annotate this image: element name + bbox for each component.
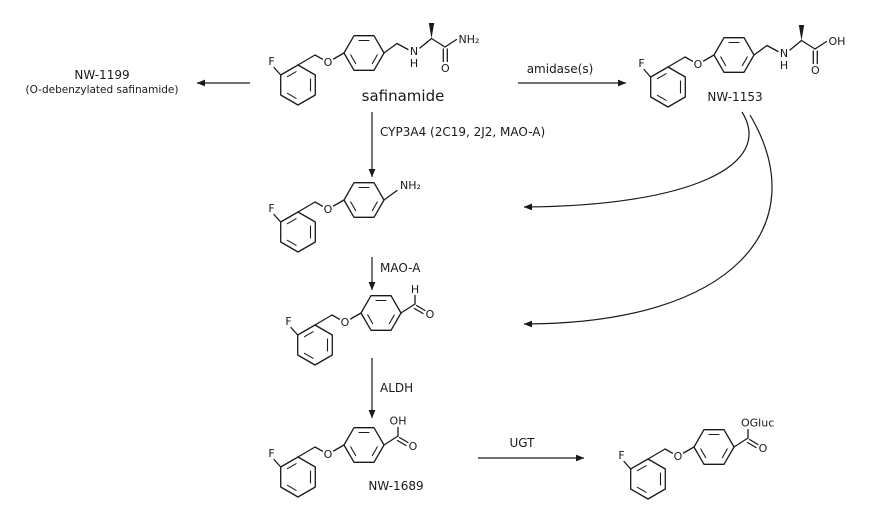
structure-nw1689: F O OH O NW-1689 bbox=[268, 415, 424, 498]
amine-nitrogen-atom-label: N bbox=[410, 45, 418, 58]
safinamide-label: safinamide bbox=[362, 87, 445, 105]
enzyme-label-amidase: amidase(s) bbox=[527, 62, 594, 76]
nw1199-sublabel: (O-debenzylated safinamide) bbox=[26, 84, 179, 96]
hydroxyl-atom-label: OH bbox=[829, 35, 846, 48]
aldehyde-hydrogen-atom-label: H bbox=[411, 283, 419, 296]
structure-safinamide: F O N H O NH₂ bbox=[268, 22, 480, 106]
carbonyl-oxygen-atom-label: O bbox=[811, 64, 820, 77]
ether-oxygen-atom-label: O bbox=[324, 448, 333, 461]
curved-arrow-nw1153-to-amine bbox=[523, 111, 750, 211]
nw1689-label: NW-1689 bbox=[368, 479, 423, 493]
fluorine-atom-label: F bbox=[638, 57, 644, 70]
nh-hydrogen-atom-label: H bbox=[410, 57, 418, 70]
carbonyl-oxygen-atom-label: O bbox=[441, 62, 450, 75]
ether-oxygen-atom-label: O bbox=[341, 316, 350, 329]
nw1199-label: NW-1199 bbox=[74, 68, 129, 82]
amide-nh2-atom-label: NH₂ bbox=[459, 33, 480, 46]
carbonyl-oxygen-atom-label: O bbox=[759, 442, 768, 455]
curved-arrow-nw1153-to-aldehyde bbox=[523, 114, 773, 328]
fluorine-atom-label: F bbox=[268, 202, 274, 215]
structure-amine-intermediate: F O NH₂ bbox=[268, 179, 421, 253]
ether-oxygen-atom-label: O bbox=[674, 450, 683, 463]
carbonyl-oxygen-atom-label: O bbox=[426, 308, 435, 321]
ether-oxygen-atom-label: O bbox=[324, 203, 333, 216]
ether-oxygen-atom-label: O bbox=[694, 58, 703, 71]
fluorine-atom-label: F bbox=[285, 315, 291, 328]
structure-aldehyde-intermediate: F O H O bbox=[285, 283, 435, 366]
enzyme-label-aldh: ALDH bbox=[380, 381, 413, 395]
primary-amine-nh2-atom-label: NH₂ bbox=[400, 179, 421, 192]
fluorine-atom-label: F bbox=[268, 55, 274, 68]
enzyme-label-cyp3a4: CYP3A4 (2C19, 2J2, MAO-A) bbox=[380, 125, 545, 139]
structure-nw1153: F O N H O OH NW-1153 bbox=[638, 24, 846, 108]
fluorine-atom-label: F bbox=[268, 447, 274, 460]
hydroxyl-atom-label: OH bbox=[390, 415, 407, 428]
ogluc-atom-label: OGluc bbox=[741, 417, 774, 430]
enzyme-label-mao-a: MAO-A bbox=[380, 261, 421, 275]
nh-hydrogen-atom-label: H bbox=[780, 59, 788, 72]
fluorine-atom-label: F bbox=[618, 449, 624, 462]
enzyme-label-ugt: UGT bbox=[510, 436, 536, 450]
amine-nitrogen-atom-label: N bbox=[780, 47, 788, 60]
nw1153-label: NW-1153 bbox=[707, 90, 762, 104]
carbonyl-oxygen-atom-label: O bbox=[409, 440, 418, 453]
structure-glucuronide: F O OGluc O bbox=[618, 417, 774, 500]
ether-oxygen-atom-label: O bbox=[324, 56, 333, 69]
